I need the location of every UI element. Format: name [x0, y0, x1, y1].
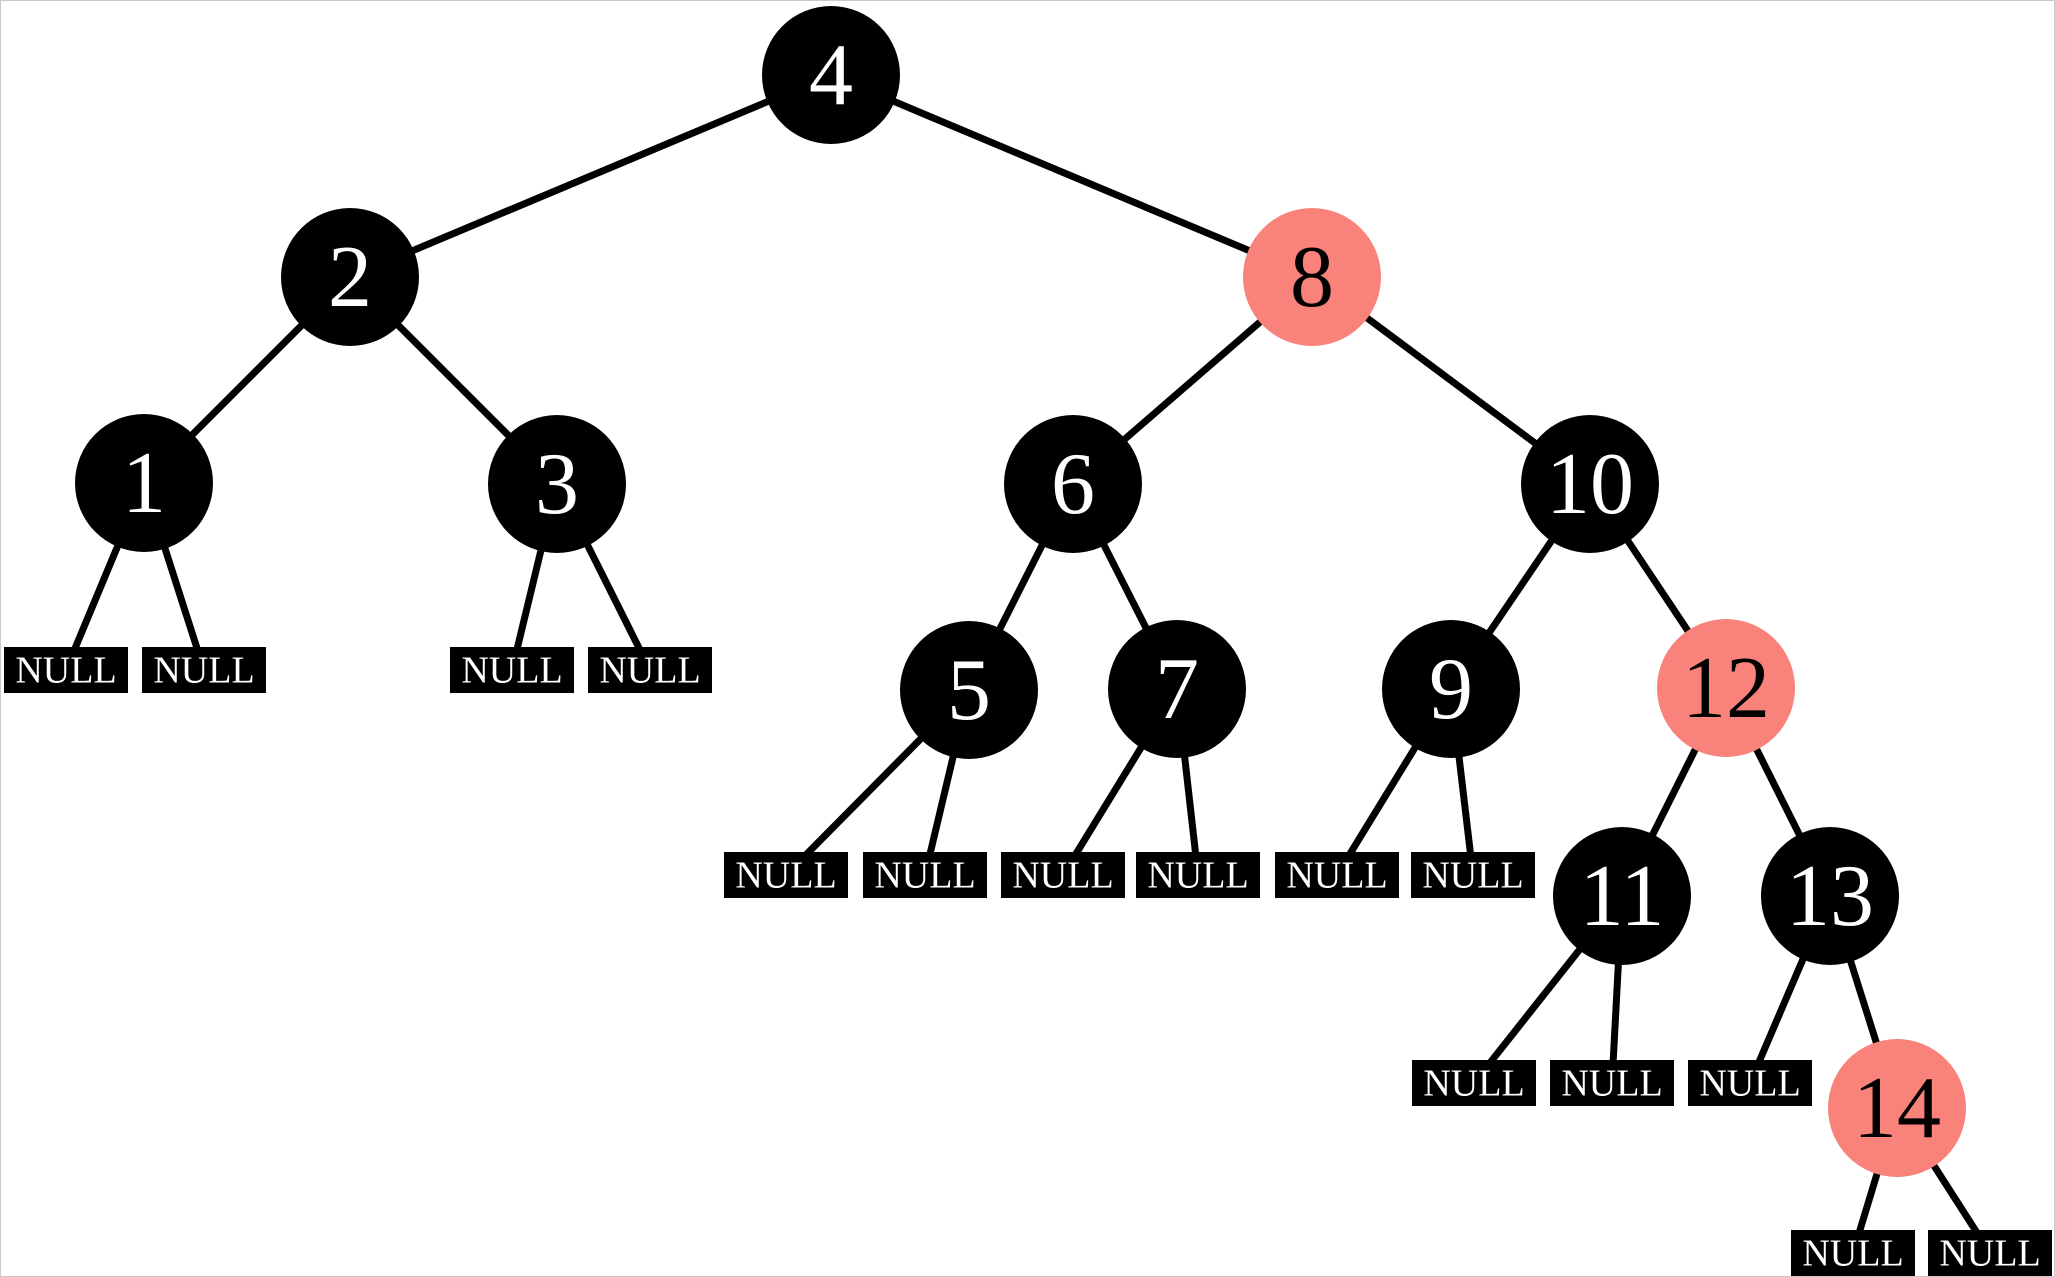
tree-node-label-3: 3: [535, 436, 579, 533]
tree-node-11: [1553, 827, 1691, 965]
null-leaf-label-n7: NULL: [1012, 855, 1113, 897]
tree-node-2: [281, 208, 419, 346]
tree-node-label-12: 12: [1682, 640, 1770, 737]
null-leaf-label-n1: NULL: [15, 650, 116, 692]
tree-node-8: [1243, 208, 1381, 346]
tree-node-13: [1761, 827, 1899, 965]
null-leaf-n9: [1275, 852, 1399, 898]
null-leaf-label-n9: NULL: [1286, 855, 1387, 897]
edge-4-8: [829, 71, 1314, 281]
null-leaf-label-n3: NULL: [461, 650, 562, 692]
null-leaf-n15: [1928, 1230, 2052, 1276]
tree-node-label-5: 5: [947, 642, 991, 739]
null-leaf-n12: [1550, 1060, 1674, 1106]
null-leaf-label-n13: NULL: [1699, 1063, 1800, 1105]
null-leaf-label-n5: NULL: [735, 855, 836, 897]
tree-node-label-1: 1: [122, 435, 166, 532]
null-leaf-n2: [142, 647, 266, 693]
null-leaf-label-n11: NULL: [1423, 1063, 1524, 1105]
tree-node-6: [1004, 415, 1142, 553]
null-leaf-label-n4: NULL: [599, 650, 700, 692]
tree-node-label-6: 6: [1051, 436, 1095, 533]
tree-node-1: [75, 414, 213, 552]
tree-node-label-8: 8: [1290, 229, 1334, 326]
null-leaf-label-n14: NULL: [1802, 1233, 1903, 1275]
null-leaf-n6: [863, 852, 987, 898]
tree-node-9: [1382, 620, 1520, 758]
tree-node-10: [1521, 415, 1659, 553]
tree-node-label-14: 14: [1853, 1060, 1941, 1157]
null-leaf-label-n12: NULL: [1561, 1063, 1662, 1105]
null-leaf-n3: [450, 647, 574, 693]
tree-node-label-2: 2: [328, 229, 372, 326]
null-leaf-n4: [588, 647, 712, 693]
tree-node-label-13: 13: [1786, 848, 1874, 945]
null-leaf-label-n6: NULL: [874, 855, 975, 897]
tree-node-7: [1108, 620, 1246, 758]
null-leaf-label-n15: NULL: [1939, 1233, 2040, 1275]
tree-node-label-4: 4: [809, 27, 853, 124]
null-leaf-n1: [4, 647, 128, 693]
null-leaf-n5: [724, 852, 848, 898]
tree-node-3: [488, 415, 626, 553]
tree-node-label-9: 9: [1429, 641, 1473, 738]
tree-node-label-7: 7: [1155, 641, 1199, 738]
null-leaf-n14: [1791, 1230, 1915, 1276]
null-leaf-n10: [1411, 852, 1535, 898]
tree-node-5: [900, 621, 1038, 759]
tree-node-label-10: 10: [1546, 436, 1634, 533]
tree-node-label-11: 11: [1580, 848, 1665, 945]
null-leaf-label-n2: NULL: [153, 650, 254, 692]
null-leaves-layer: NULL NULL NULL NULL NULL NULL NULL NULL NULL NULL…: [4, 647, 2052, 1276]
tree-node-14: [1828, 1039, 1966, 1177]
null-leaf-n8: [1136, 852, 1260, 898]
null-leaf-n11: [1412, 1060, 1536, 1106]
tree-node-4: [762, 6, 900, 144]
tree-node-12: [1657, 619, 1795, 757]
null-leaf-n7: [1001, 852, 1125, 898]
null-leaf-n13: [1688, 1060, 1812, 1106]
null-leaf-label-n8: NULL: [1147, 855, 1248, 897]
null-leaf-label-n10: NULL: [1422, 855, 1523, 897]
edge-4-2: [348, 71, 833, 281]
